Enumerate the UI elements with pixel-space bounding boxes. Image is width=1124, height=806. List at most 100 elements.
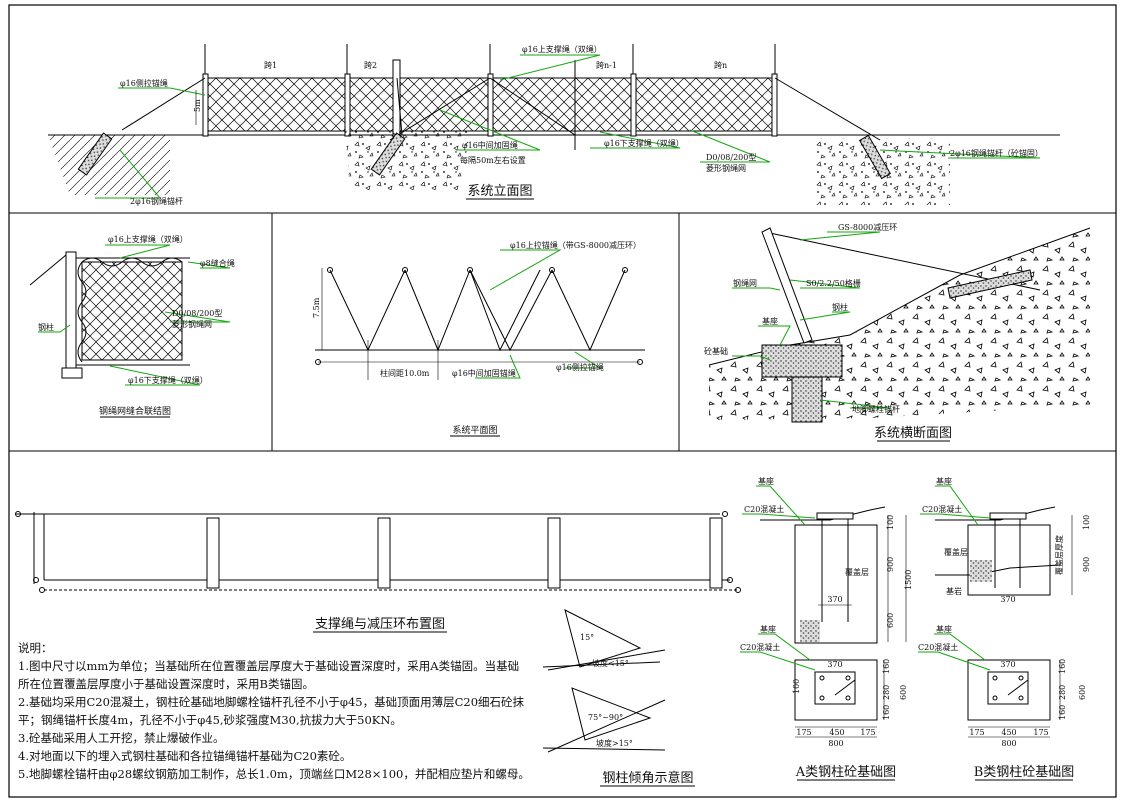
b-p175b: 175 xyxy=(1033,728,1048,737)
b-seat: 基座 xyxy=(936,476,952,486)
tilt-diagram: 15° 坡度<15° 75°~90° 坡度>15° 钢柱倾角示意图 xyxy=(542,609,695,787)
net-type-label: D0/08/200型 xyxy=(706,153,756,162)
b-p160a: 160 xyxy=(1058,659,1067,674)
a-seat2: 基座 xyxy=(760,624,776,634)
b-concrete2: C20混凝土 xyxy=(918,642,958,652)
a-w370: 370 xyxy=(827,595,842,604)
elevation-title: 系统立面图 xyxy=(467,184,532,199)
a-p370: 370 xyxy=(827,660,842,669)
upper-rope-label: φ16上支撑绳（双绳） xyxy=(522,44,602,54)
tilt-slope1: 坡度<15° xyxy=(592,658,629,668)
b-seat2: 基座 xyxy=(936,624,952,634)
type-a-title: A类钢柱砼基础图 xyxy=(795,765,896,780)
a-concrete: C20混凝土 xyxy=(744,504,784,514)
plan-title: 系统平面图 xyxy=(452,424,497,436)
tilt-slope2: 坡度>15° xyxy=(596,738,633,748)
note-line: 3.砼基础采用人工开挖，禁止爆破作业。 xyxy=(18,731,224,745)
tilt-angle1: 15° xyxy=(580,633,594,642)
elevation-view: φ16侧拉锚绳 跨1 跨2 跨n-1 跨n 5m φ16上支撑绳（双绳） φ16… xyxy=(48,44,1060,206)
mid-rope-note: 每隔50m左右设置 xyxy=(460,155,526,165)
b-cover: 覆盖层 xyxy=(944,547,968,557)
a-seat: 基座 xyxy=(758,476,774,486)
seam-net-type: D0/08/200型 xyxy=(172,309,222,318)
span-label: 跨2 xyxy=(364,61,377,70)
section-title: 系统横断面图 xyxy=(874,426,952,441)
a-p450: 450 xyxy=(829,728,844,737)
a-p160b: 160 xyxy=(882,705,891,720)
a-cover: 覆盖层 xyxy=(845,567,869,577)
b-cover-depth: 覆盖层厚度 xyxy=(1054,535,1064,575)
b-p370: 370 xyxy=(1000,660,1015,669)
notes: 说明： 1.图中尺寸以mm为单位；当基础所在位置覆盖层厚度大于基础设置深度时，采… xyxy=(18,641,530,781)
section-base-seat: 基座 xyxy=(762,316,778,326)
b-p800: 800 xyxy=(1001,739,1016,748)
section-foundation: 砼基础 xyxy=(704,346,728,356)
a-p100: 100 xyxy=(792,679,801,694)
span-label: 跨n-1 xyxy=(596,61,617,70)
height-label: 5m xyxy=(193,99,202,112)
layout-title: 支撑绳与减压环布置图 xyxy=(315,617,445,632)
plan-height: 7.5m xyxy=(312,297,321,318)
b-p600: 600 xyxy=(1078,685,1087,700)
b-d900: 900 xyxy=(1082,557,1091,572)
seam-stitch-label: φ8缝合绳 xyxy=(200,258,235,268)
plan-side-rope: φ16侧拉锚绳 xyxy=(556,362,604,372)
b-d100: 100 xyxy=(1082,515,1091,530)
type-b-foundation: 基座 C20混凝土 覆盖层 覆盖层厚度 基岩 100 900 370 基座 C2… xyxy=(918,476,1091,781)
section-bolt: 地脚螺栓锚杆 xyxy=(852,404,900,414)
plan-mid-rope: φ16中间加固锚绳 xyxy=(452,368,516,378)
tilt-title: 钢柱倾角示意图 xyxy=(602,770,693,786)
a-d600: 600 xyxy=(886,613,895,628)
b-w370: 370 xyxy=(1000,595,1015,604)
lower-rope-label: φ16下支撑绳（双绳） xyxy=(604,138,684,148)
net-name-label: 菱形钢绳网 xyxy=(706,163,746,173)
section-post: 钢柱 xyxy=(832,302,848,312)
note-line: 4.对地面以下的埋入式钢柱基础和各拉锚绳锚杆基础为C20素砼。 xyxy=(18,749,351,763)
section-ring: GS-8000减压环 xyxy=(838,222,897,232)
plan-spacing: 柱间距10.0m xyxy=(380,368,430,378)
b-concrete: C20混凝土 xyxy=(922,504,962,514)
b-bedrock: 基岩 xyxy=(946,586,962,596)
section-grid: S0/2.2/50格栅 xyxy=(806,278,861,288)
type-b-title: B类钢柱砼基础图 xyxy=(974,765,1075,780)
note-line: 2.基础均采用C20混凝土，钢柱砼基础地脚螺栓锚杆孔径不小于φ45，基础顶面用薄… xyxy=(18,695,525,709)
anchor-left-label: 2φ16钢绳锚杆 xyxy=(130,196,183,206)
mid-rope-label: φ16中间加固绳 xyxy=(462,140,518,150)
seam-upper-label: φ16上支撑绳（双绳） xyxy=(108,234,188,244)
span-label: 跨n xyxy=(714,61,727,70)
note-line: 1.图中尺寸以mm为单位；当基础所在位置覆盖层厚度大于基础设置深度时，采用A类锚… xyxy=(18,659,519,673)
seam-lower-label: φ16下支撑绳（双绳） xyxy=(128,375,208,385)
a-p280: 280 xyxy=(882,685,891,700)
b-p175a: 175 xyxy=(969,728,984,737)
a-p600: 600 xyxy=(899,685,908,700)
note-line: 5.地脚螺栓锚杆由φ28螺纹钢筋加工制作，总长1.0m，顶端丝口M28×100，… xyxy=(18,767,530,781)
anchor-right-label: 2φ16钢绳锚杆（砼锚固） xyxy=(950,148,1043,158)
side-anchor-rope-label: φ16侧拉锚绳 xyxy=(120,78,168,88)
note-line: 平；钢绳锚杆长度4m，孔径不小于φ45,砂浆强度M30,抗拔力大于50KN。 xyxy=(18,713,402,727)
a-p800: 800 xyxy=(828,739,843,748)
seam-net-name: 菱形钢绳网 xyxy=(172,319,212,329)
plan-upper-pull: φ16上拉锚绳（带GS-8000减压环） xyxy=(510,240,641,250)
span-label: 跨1 xyxy=(264,61,277,70)
seam-post-label: 钢柱 xyxy=(38,322,54,332)
b-p450: 450 xyxy=(1001,728,1016,737)
seam-title: 钢绳网缝合联结图 xyxy=(99,405,171,417)
seam-detail: φ16上支撑绳（双绳） φ8缝合绳 D0/08/200型 菱形钢绳网 钢柱 φ1… xyxy=(29,234,235,418)
a-p175b: 175 xyxy=(860,728,875,737)
b-p160b: 160 xyxy=(1058,705,1067,720)
a-d1500: 1500 xyxy=(904,570,913,590)
a-p175a: 175 xyxy=(796,728,811,737)
b-p280: 280 xyxy=(1058,685,1067,700)
a-p160a: 160 xyxy=(882,659,891,674)
a-d100: 100 xyxy=(886,515,895,530)
section-view: GS-8000减压环 钢绳网 S0/2.2/50格栅 钢柱 基座 砼基础 地脚螺… xyxy=(704,222,1091,442)
type-a-foundation: 基座 C20混凝土 覆盖层 100 900 1500 600 370 基座 C2… xyxy=(740,476,913,781)
notes-heading: 说明： xyxy=(18,641,53,655)
section-net: 钢绳网 xyxy=(733,278,757,288)
a-concrete2: C20混凝土 xyxy=(740,642,780,652)
a-d900: 900 xyxy=(886,557,895,572)
plan-view: φ16上拉锚绳（带GS-8000减压环） 7.5m 柱间距10.0m φ16中间… xyxy=(312,240,645,437)
rope-layout: 支撑绳与减压环布置图 xyxy=(15,511,741,633)
